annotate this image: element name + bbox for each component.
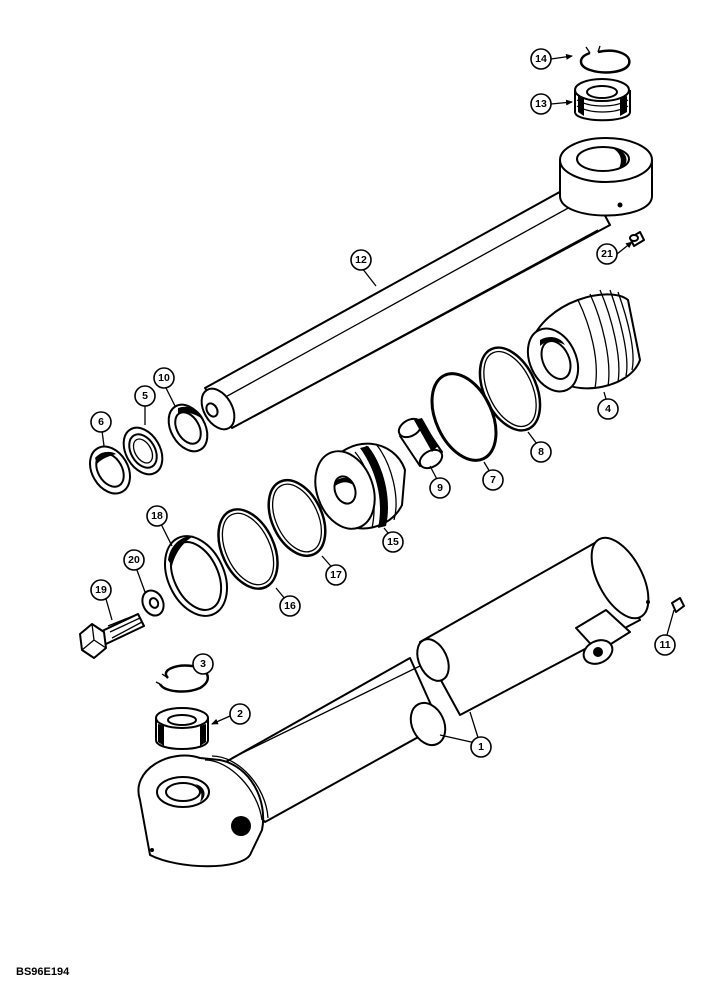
- svg-text:2: 2: [237, 708, 243, 720]
- callout-1: 1: [470, 736, 492, 758]
- seal-part-6: [89, 445, 131, 495]
- gland-part-4: [526, 289, 641, 393]
- svg-text:13: 13: [535, 98, 547, 110]
- bushing-part-9: [397, 417, 444, 470]
- callout-11: 11: [654, 634, 676, 656]
- svg-text:7: 7: [490, 474, 496, 486]
- svg-text:9: 9: [437, 482, 443, 494]
- spherical-bearing-part-2: [155, 707, 209, 750]
- svg-text:4: 4: [605, 403, 611, 415]
- wiper-seal-part-10: [167, 403, 209, 453]
- callout-3: 3: [192, 653, 214, 675]
- svg-text:18: 18: [151, 510, 163, 522]
- svg-text:16: 16: [284, 600, 296, 612]
- o-ring-part-17: [267, 478, 327, 558]
- washer-part-20: [141, 589, 165, 617]
- callout-16: 16: [279, 595, 301, 617]
- callout-18: 18: [146, 505, 168, 527]
- grease-fitting-part-11: [671, 597, 685, 613]
- rod-seal-part-5: [122, 426, 164, 476]
- grease-fitting-part-21: [629, 231, 645, 247]
- callout-13: 13: [530, 93, 552, 115]
- piston-rod-part-12: [200, 137, 653, 431]
- retaining-ring-part-14: [579, 45, 631, 74]
- svg-text:20: 20: [128, 554, 140, 566]
- callout-15: 15: [382, 531, 404, 553]
- callout-17: 17: [325, 564, 347, 586]
- callout-4: 4: [597, 398, 619, 420]
- svg-text:3: 3: [200, 658, 206, 670]
- drawing-code: BS96E194: [16, 966, 70, 978]
- svg-text:8: 8: [538, 446, 544, 458]
- svg-text:19: 19: [95, 584, 107, 596]
- callout-8: 8: [530, 441, 552, 463]
- svg-text:14: 14: [535, 53, 547, 65]
- wear-ring-part-18: [164, 535, 228, 617]
- callout-10: 10: [153, 367, 175, 389]
- svg-text:6: 6: [98, 416, 104, 428]
- svg-text:15: 15: [387, 536, 399, 548]
- svg-text:17: 17: [330, 569, 342, 581]
- svg-text:5: 5: [142, 390, 148, 402]
- callout-5: 5: [134, 385, 156, 407]
- callout-20: 20: [123, 549, 145, 571]
- spherical-bearing-part-13: [574, 78, 631, 122]
- callout-19: 19: [90, 579, 112, 601]
- callout-7: 7: [482, 469, 504, 491]
- callout-6: 6: [90, 411, 112, 433]
- bolt-part-19: [79, 613, 145, 659]
- callout-2: 2: [229, 703, 251, 725]
- callout-12: 12: [350, 249, 372, 271]
- svg-text:12: 12: [355, 254, 367, 266]
- callout-14: 14: [530, 48, 552, 70]
- retaining-ring-part-3: [155, 664, 210, 693]
- svg-text:1: 1: [478, 741, 484, 753]
- callout-21: 21: [596, 243, 618, 265]
- o-ring-part-7: [430, 372, 498, 462]
- backup-ring-part-16: [217, 508, 279, 590]
- cylinder-tube-part-1: [137, 536, 650, 868]
- svg-text:11: 11: [659, 639, 670, 651]
- callout-9: 9: [429, 477, 451, 499]
- svg-text:21: 21: [601, 248, 613, 260]
- piston-part-15: [314, 442, 406, 530]
- svg-text:10: 10: [158, 372, 170, 384]
